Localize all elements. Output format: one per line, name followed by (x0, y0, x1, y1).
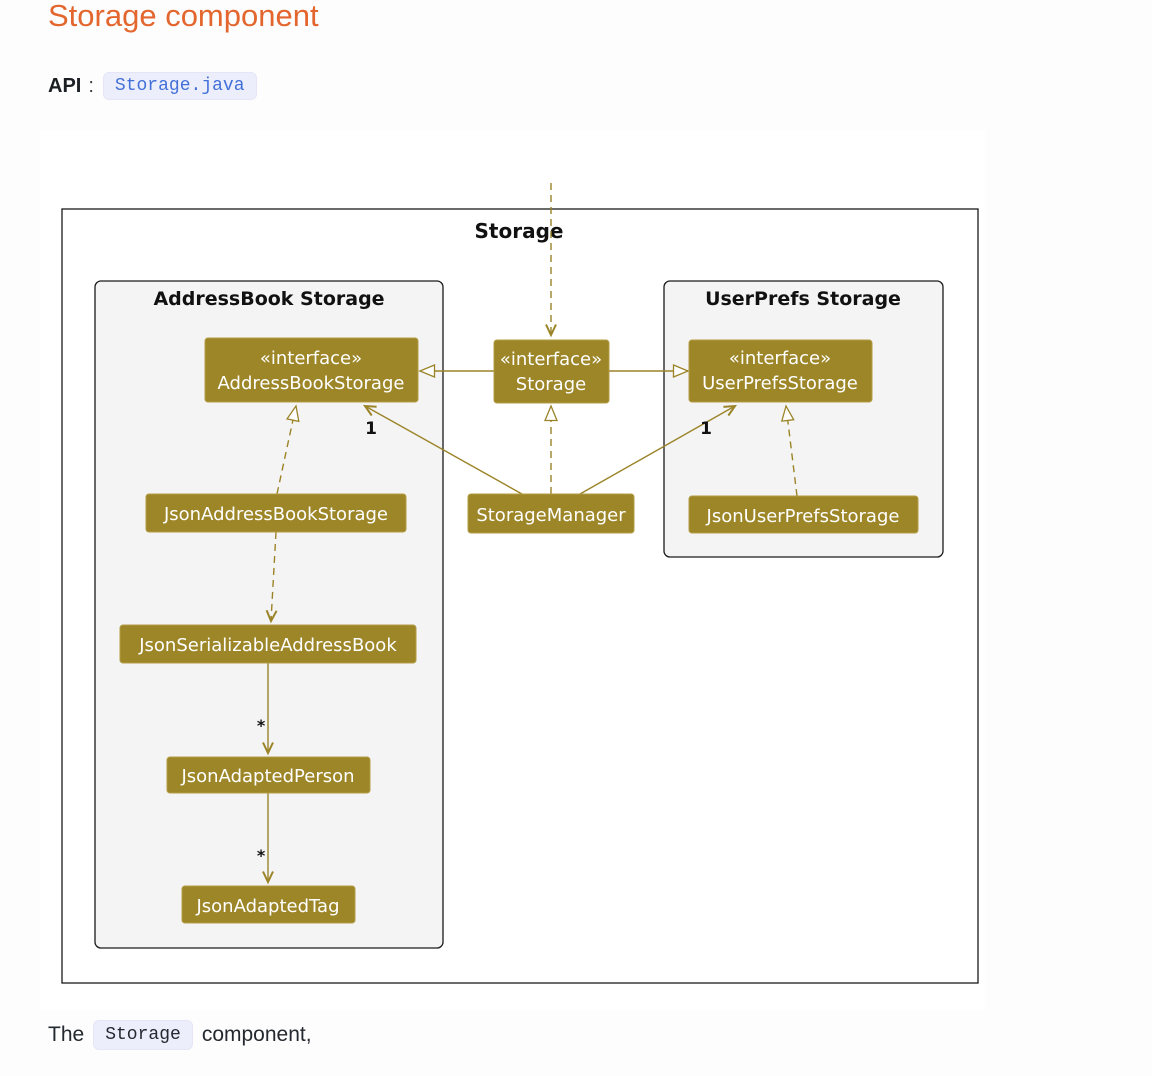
class-name: JsonAddressBookStorage (163, 504, 388, 525)
api-line: API : Storage.java (48, 72, 257, 100)
class-name: StorageManager (476, 505, 626, 526)
footer-text-pre: The (48, 1023, 85, 1046)
page-title: Storage component (48, 0, 319, 33)
class-box (166, 756, 371, 794)
storage-class-diagram: Storage AddressBook Storage UserPrefs St… (40, 130, 985, 1010)
dependency-json-to-serializable (265, 531, 278, 624)
class-box (688, 339, 873, 403)
class-storagemanager: StorageManager (467, 493, 635, 534)
package-userprefs-title: UserPrefs Storage (705, 288, 901, 310)
class-name: JsonUserPrefsStorage (706, 506, 900, 527)
footer-text-post: component, (201, 1023, 312, 1046)
multiplicity-star-tag: * (257, 846, 266, 865)
multiplicity-star-person: * (257, 716, 266, 735)
diagram-edges: AddressBookStorage (1) --> 1 UserPrefsSt… (257, 183, 798, 885)
uml-diagram-svg: Storage AddressBook Storage UserPrefs St… (61, 183, 979, 984)
package-addressbook-title: AddressBook Storage (153, 288, 384, 310)
class-jsonadaptedtag: JsonAdaptedTag (181, 885, 356, 924)
class-addressbookstorage-interface: «interface» AddressBookStorage (204, 337, 419, 403)
api-file-link[interactable]: Storage.java (102, 72, 257, 100)
class-name: UserPrefsStorage (702, 373, 858, 394)
realization-jsonuserprefsstorage (780, 404, 798, 497)
class-jsonadaptedperson: JsonAdaptedPerson (166, 756, 371, 794)
association-storagemanager-userprefsstorage (579, 404, 738, 495)
class-jsonuserprefsstorage: JsonUserPrefsStorage (688, 495, 919, 534)
footer-sentence: The Storage component, (48, 1020, 312, 1050)
stereotype-label: «interface» (729, 348, 831, 369)
api-label: API (48, 74, 82, 97)
api-colon: : (88, 74, 94, 97)
stereotype-label: «interface» (500, 349, 602, 370)
class-userprefsstorage-interface: «interface» UserPrefsStorage (688, 339, 873, 403)
class-jsonserializableaddressbook: JsonSerializableAddressBook (119, 624, 417, 664)
multiplicity-one-right: 1 (700, 419, 712, 439)
multiplicity-one-left: 1 (365, 419, 377, 439)
class-name: JsonSerializableAddressBook (138, 635, 397, 656)
class-name: Storage (516, 374, 586, 395)
class-name: JsonAdaptedPerson (180, 766, 354, 787)
association-storagemanager-addressbookstorage (362, 404, 523, 495)
class-jsonaddressbookstorage: JsonAddressBookStorage (145, 493, 407, 533)
class-box (204, 337, 419, 403)
class-storage-interface: «interface» Storage (493, 339, 610, 404)
frame-title: Storage (475, 219, 564, 243)
class-box (467, 493, 635, 534)
class-box (145, 493, 407, 533)
class-name: AddressBookStorage (218, 373, 405, 394)
class-name: JsonAdaptedTag (195, 896, 339, 917)
class-box (493, 339, 610, 404)
class-box (181, 885, 356, 924)
class-box (119, 624, 417, 664)
footer-code-chip: Storage (93, 1020, 193, 1050)
realization-jsonaddressbookstorage (276, 404, 300, 495)
class-box (688, 495, 919, 534)
stereotype-label: «interface» (260, 348, 362, 369)
